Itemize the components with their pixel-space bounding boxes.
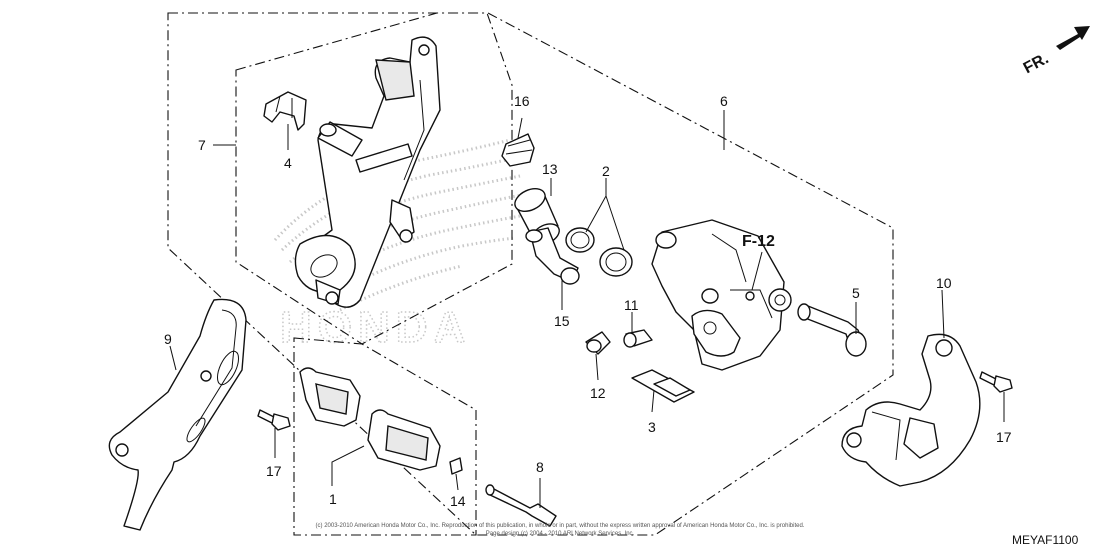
caliper-bracket-part-7 (294, 36, 441, 308)
pad-set-1-outline (293, 337, 477, 536)
callout-7: 7 (198, 137, 206, 153)
pad-pin-part-8 (485, 484, 557, 527)
callout-numbers: 1 2 3 4 5 6 7 8 9 10 11 12 13 14 15 16 1… (164, 93, 1012, 509)
callout-10: 10 (936, 275, 952, 291)
callout-17-right: 17 (996, 429, 1012, 445)
callout-14: 14 (450, 493, 466, 509)
slide-pin-part-5 (797, 303, 867, 357)
copyright-line-1: (c) 2003-2010 American Honda Motor Co., … (316, 523, 805, 529)
bracket-7-outline (235, 12, 513, 345)
callout-9: 9 (164, 331, 172, 347)
callout-1: 1 (329, 491, 337, 507)
bleeder-screw-part-11 (623, 329, 653, 348)
callout-6: 6 (720, 93, 728, 109)
clip-part-14 (449, 457, 463, 475)
bleeder-cap-part-12 (585, 331, 611, 355)
reference-label: F-12 (742, 233, 775, 250)
callout-11: 11 (624, 297, 639, 313)
diagram-code: MEYAF1100 (1012, 533, 1079, 547)
assembly-6-outline (167, 12, 894, 536)
bolt-part-17-left (257, 409, 291, 431)
callout-2: 2 (602, 163, 610, 179)
callout-8: 8 (536, 459, 544, 475)
guard-bracket-part-10 (841, 333, 981, 487)
direction-label: FR. (1021, 50, 1052, 77)
callout-16: 16 (514, 93, 530, 109)
front-direction-indicator: FR. (1021, 26, 1090, 77)
caliper-body-part-6 (651, 219, 792, 371)
piston-seals-part-2 (565, 227, 633, 277)
front-arrow-icon (1056, 26, 1090, 50)
pad-spring-part-4 (263, 91, 307, 131)
callout-17-left: 17 (266, 463, 282, 479)
disc-guard-part-9 (108, 298, 247, 531)
copyright-line-2: Page design (c) 2004 - 2010 ARI Network … (486, 531, 635, 537)
leader-lines (169, 110, 1005, 508)
callout-12: 12 (590, 385, 606, 401)
bolt-part-17-right (979, 371, 1013, 393)
callout-3: 3 (648, 419, 656, 435)
brake-pads-part-1 (299, 367, 441, 471)
callout-13: 13 (542, 161, 558, 177)
pad-shim-part-3 (631, 369, 695, 403)
callout-4: 4 (284, 155, 292, 171)
svg-text:HONDA: HONDA (280, 303, 471, 352)
slide-pin-part-15 (525, 227, 580, 285)
callout-15: 15 (554, 313, 570, 329)
callout-5: 5 (852, 285, 860, 301)
bleeder-cap-part-16 (501, 133, 535, 167)
